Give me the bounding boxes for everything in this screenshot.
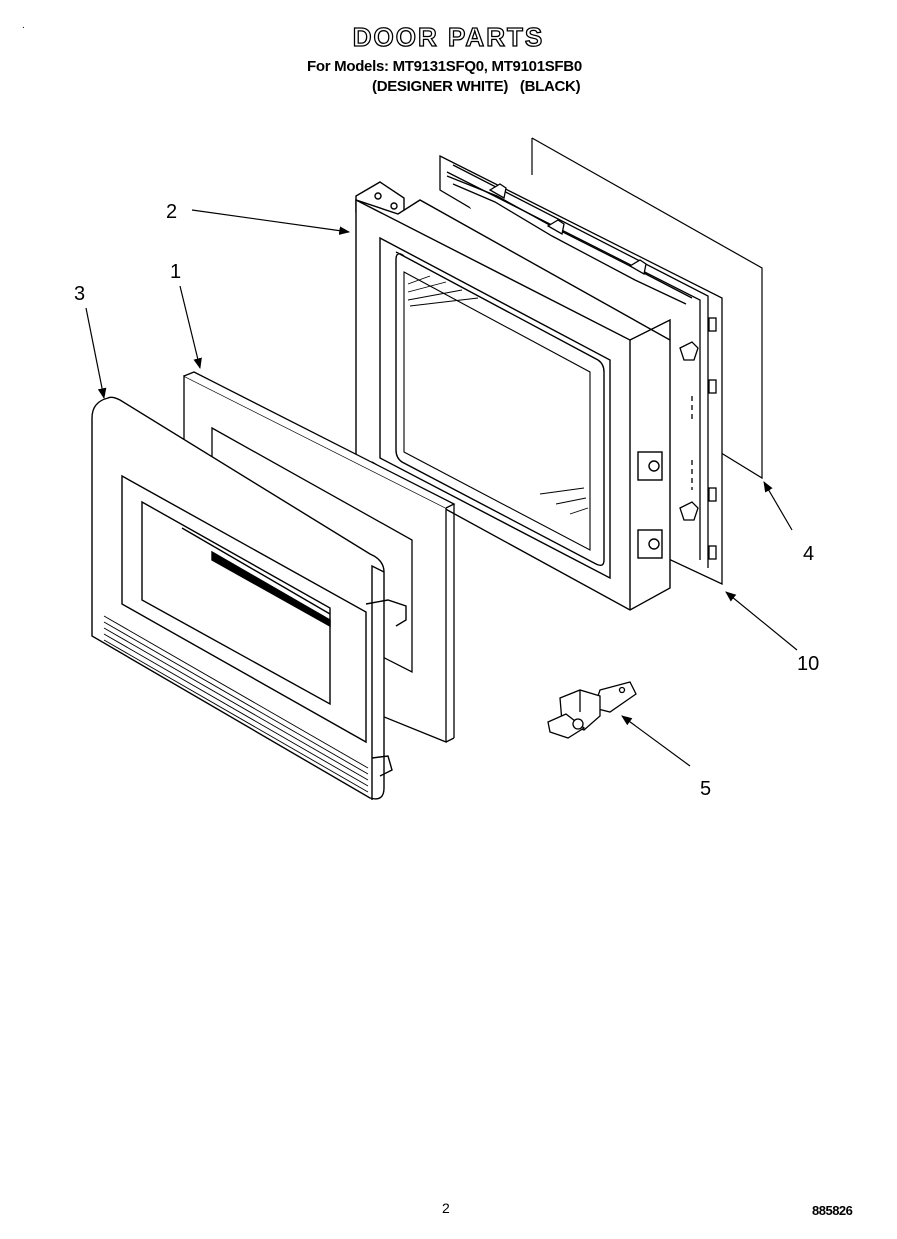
leader-4 <box>763 481 793 531</box>
part-3-outer-door <box>91 396 407 800</box>
callout-4: 4 <box>803 543 814 565</box>
callout-1: 1 <box>170 261 181 283</box>
corner-mark: . <box>22 20 25 31</box>
leader-1 <box>179 285 202 370</box>
part-5-latch <box>547 681 637 739</box>
part-2-door-frame <box>355 181 671 611</box>
callout-3: 3 <box>74 283 85 305</box>
callout-leaders <box>85 209 798 767</box>
models-line: For Models: MT9131SFQ0, MT9101SFB0 <box>307 58 582 75</box>
page-number: 2 <box>442 1200 450 1216</box>
callout-10: 10 <box>797 653 819 675</box>
leader-5 <box>621 715 691 767</box>
color-designer-white: (DESIGNER WHITE) <box>372 78 509 95</box>
leader-10 <box>725 591 798 651</box>
color-variants: (DESIGNER WHITE) (BLACK) <box>372 78 588 95</box>
leader-3 <box>85 307 107 400</box>
leader-2 <box>191 209 351 235</box>
callout-5: 5 <box>700 778 711 800</box>
page-title: DOOR PARTS <box>352 21 545 52</box>
callout-2: 2 <box>166 201 177 223</box>
color-black: (BLACK) <box>519 78 581 95</box>
drawing-id: 885826 <box>812 1203 853 1218</box>
